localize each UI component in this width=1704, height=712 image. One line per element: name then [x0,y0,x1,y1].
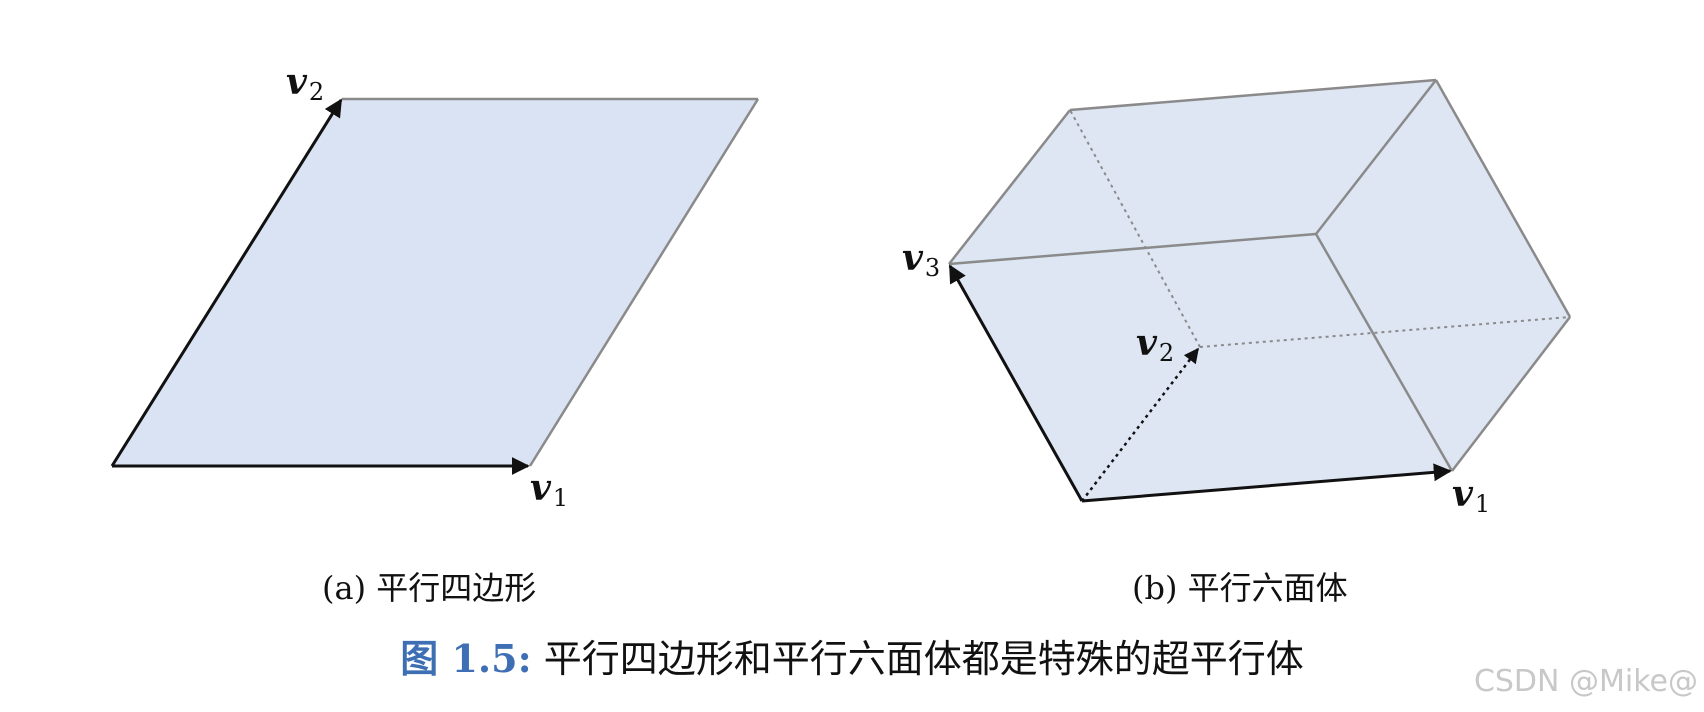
parallelepiped-face-top [949,80,1436,264]
figure-caption-text: 平行四边形和平行六面体都是特殊的超平行体 [531,637,1304,681]
vector-v1-label-b: v1 [1452,473,1490,518]
subcaption-b: (b) 平行六面体 [1132,569,1348,607]
parallelogram-diagram: v2 v1 [110,61,760,512]
edge-top-right [1315,79,1437,235]
edge-top-left [948,109,1071,265]
parallelogram-face [112,99,758,466]
edge-front-right [1314,233,1454,472]
parallelogram-edge-right [528,98,760,467]
watermark: CSDN @Mike@ [1473,664,1698,699]
parallelepiped-face-right [1316,80,1570,471]
parallelepiped-diagram: v3 v2 v1 [902,78,1572,518]
vector-v2-label-b: v2 [1136,322,1174,367]
vector-v3-label-b: v3 [902,237,940,282]
edge-front-top [948,232,1317,266]
edge-top-back [1069,78,1437,112]
vector-v2-arrow-a [110,98,343,467]
hidden-edge-back-bottom [1199,316,1571,348]
hidden-edge-back-left [1069,109,1201,348]
edge-back-right [1434,79,1572,318]
subcaption-a: (a) 平行四边形 [322,569,537,607]
edge-right-bottom [1451,316,1571,472]
vector-v1-arrow-b [1081,463,1452,503]
vector-v2-label-a: v2 [286,61,324,106]
figure-caption: 图 1.5: 平行四边形和平行六面体都是特殊的超平行体 [0,628,1704,683]
vector-v1-label-a: v1 [530,467,568,512]
figure-number: 图 1.5: [400,636,532,681]
vector-v3-arrow-b [948,264,1084,502]
parallelepiped-face-front [949,234,1452,501]
